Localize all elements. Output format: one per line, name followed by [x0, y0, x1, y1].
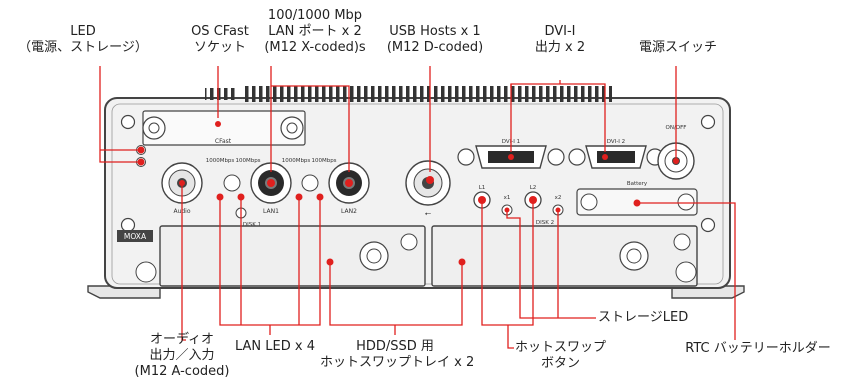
- label-dvi-line2: 出力 x 2: [534, 40, 586, 55]
- x2-panel-label: x2: [555, 195, 562, 201]
- label-lan-led: LAN LED x 4: [225, 339, 325, 355]
- label-power-line1: 電源スイッチ: [638, 40, 717, 55]
- l1-panel-label: L1: [479, 185, 486, 191]
- label-lan: 100/1000 Mbp LAN ポート x 2 (M12 X-coded)s: [250, 8, 380, 56]
- tray-screw: [135, 261, 157, 283]
- tray-screw: [675, 261, 697, 283]
- lan-led: [301, 174, 319, 192]
- label-lan-led-line1: LAN LED x 4: [235, 339, 315, 354]
- hdd-tray-2[interactable]: [431, 225, 698, 287]
- label-audio-line3: (M12 A-coded): [134, 364, 230, 379]
- label-led-line1: LED: [70, 24, 96, 39]
- label-rtc-line1: RTC バッテリーホルダー: [685, 341, 831, 356]
- lan-led: [223, 174, 241, 192]
- cfast-panel-label: CFast: [215, 138, 232, 145]
- label-hotswap: ホットスワップ ボタン: [515, 340, 625, 372]
- lan1-100-label: 100Mbps: [235, 158, 260, 164]
- vent-grille-small: [205, 88, 235, 100]
- label-dvi-line1: DVI-I: [544, 24, 576, 39]
- label-hotswap-line1: ホットスワップ: [515, 340, 607, 355]
- lan1-1000-label: 1000Mbps: [206, 158, 235, 164]
- battery-panel-label: Battery: [627, 181, 648, 187]
- lan2-1000-label: 1000Mbps: [282, 158, 311, 164]
- label-led: LED （電源、ストレージ）: [8, 24, 158, 56]
- cfast-thumbscrew[interactable]: [142, 116, 304, 140]
- vent-grille: [244, 86, 612, 102]
- label-cfast: OS CFast ソケット: [170, 24, 270, 56]
- lan2-100-label: 100Mbps: [311, 158, 336, 164]
- label-rtc: RTC バッテリーホルダー: [668, 341, 848, 357]
- x1-panel-label: x1: [504, 195, 511, 201]
- label-usb: USB Hosts x 1 (M12 D-coded): [380, 24, 490, 56]
- label-power: 電源スイッチ: [618, 40, 738, 56]
- label-cfast-line1: OS CFast: [191, 24, 249, 39]
- dvi2-panel-label: DVI-I 2: [607, 139, 625, 145]
- callout-lines: [99, 66, 736, 349]
- label-hdd-line2: ホットスワップトレイ x 2: [320, 355, 475, 370]
- label-dvi: DVI-I 出力 x 2: [520, 24, 600, 56]
- label-storage-led-line1: ストレージLED: [598, 310, 689, 325]
- lan2-panel-label: LAN2: [341, 208, 357, 215]
- hdd-tray-1[interactable]: [159, 225, 426, 287]
- label-lan-line1: 100/1000 Mbp: [267, 8, 363, 23]
- label-lan-line2: LAN ポート x 2: [268, 24, 362, 39]
- label-lan-line3: (M12 X-coded)s: [264, 40, 366, 55]
- label-hotswap-line2: ボタン: [541, 356, 581, 371]
- label-cfast-line2: ソケット: [193, 40, 246, 55]
- label-storage-led: ストレージLED: [598, 310, 708, 326]
- label-hdd-line1: HDD/SSD 用: [356, 339, 434, 354]
- label-hdd: HDD/SSD 用 ホットスワップトレイ x 2: [320, 339, 475, 371]
- label-audio-line2: 出力／入力: [149, 348, 215, 363]
- disk1-panel-label: DISK 1: [243, 222, 261, 228]
- usb-icon: ⭠: [425, 209, 432, 218]
- callout-dots: [137, 121, 679, 266]
- label-led-line2: （電源、ストレージ）: [18, 40, 148, 55]
- disk2-panel-label: DISK 2: [536, 220, 554, 226]
- l2-panel-label: L2: [530, 185, 537, 191]
- brand-badge: [117, 230, 153, 242]
- label-audio: オーディオ 出力／入力 (M12 A-coded): [112, 332, 252, 380]
- label-usb-line2: (M12 D-coded): [386, 40, 484, 55]
- lan1-panel-label: LAN1: [263, 208, 279, 215]
- label-audio-line1: オーディオ: [149, 332, 215, 347]
- brand-text: MOXA: [124, 232, 147, 241]
- label-usb-line1: USB Hosts x 1: [389, 24, 481, 39]
